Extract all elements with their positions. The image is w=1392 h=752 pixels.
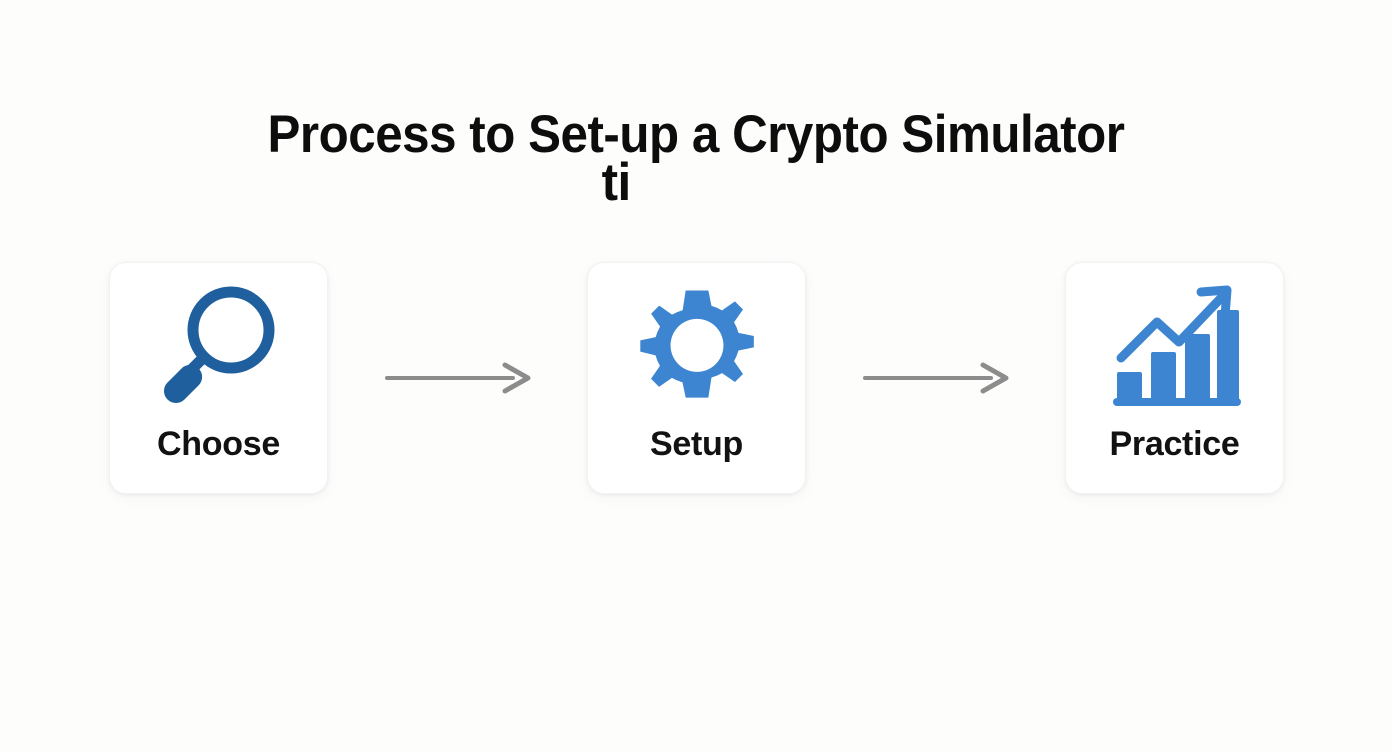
gear-icon (634, 271, 760, 421)
step-label-choose: Choose (157, 425, 280, 463)
step-label-setup: Setup (650, 425, 743, 463)
bar-chart-growth-icon (1109, 271, 1241, 421)
page-title-prefix: Process to Set (267, 105, 604, 164)
step-label-practice: Practice (1109, 425, 1240, 463)
step-card-setup[interactable]: Setup (587, 262, 806, 494)
arrow-right-2-icon (861, 362, 1011, 394)
step-card-choose[interactable]: Choose (109, 262, 328, 494)
arrow-right-1-icon (383, 362, 533, 394)
process-flow: Choose Setup (109, 262, 1284, 494)
step-card-practice[interactable]: Practice (1065, 262, 1284, 494)
page-title-suffix: -up a Crypto Simulator (603, 105, 1125, 164)
magnifier-icon (155, 271, 283, 421)
